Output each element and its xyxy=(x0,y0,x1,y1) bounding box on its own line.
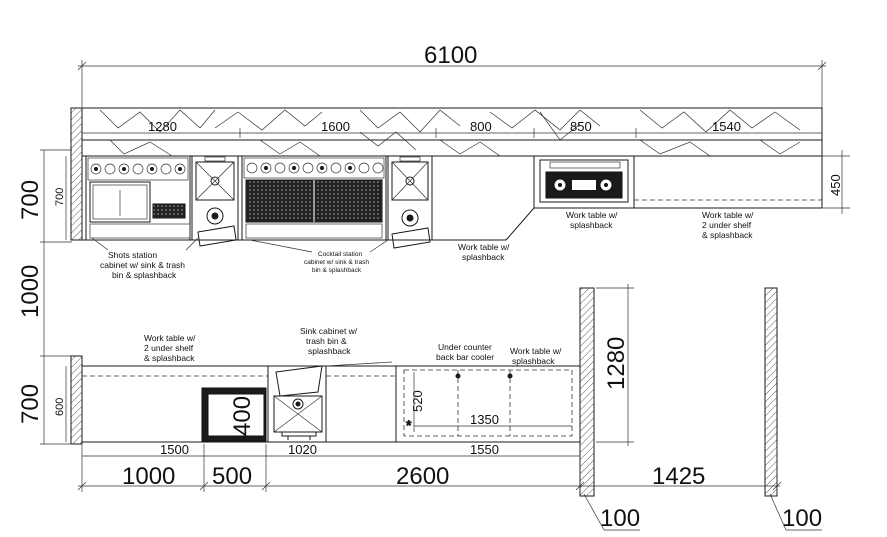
bottom-worktable-left: 400 xyxy=(81,365,269,443)
dim-400: 400 xyxy=(229,396,256,436)
label-bottom-wt-right-1: Work table w/ xyxy=(510,346,562,356)
label-bottom-worktable-3: & splashback xyxy=(144,353,195,363)
dim-1350: 1350 xyxy=(470,412,499,427)
dim-1280: 1280 xyxy=(148,119,177,134)
mid-dimension: 1000 xyxy=(17,242,72,357)
bottom-cooler: 520 * 1350 xyxy=(395,365,581,443)
sink-unit-2 xyxy=(387,155,433,249)
dim-1540: 1540 xyxy=(712,119,741,134)
label-shots-1: Shots station xyxy=(108,250,157,260)
label-sink-cab-2: trash bin & xyxy=(306,336,347,346)
dim-450: 450 xyxy=(828,174,843,196)
dim-2600: 2600 xyxy=(396,463,449,490)
dim-700-outer: 700 xyxy=(17,180,44,220)
label-worktable-mid-2: splashback xyxy=(462,252,505,262)
bottom-labels: Work table w/ 2 under shelf & splashback… xyxy=(144,326,562,366)
bottom-worktable-mid xyxy=(325,361,397,443)
wall-bottom-left xyxy=(70,355,83,445)
dim-500: 500 xyxy=(212,463,252,490)
wall-thickness-dims: 100 100 xyxy=(583,493,822,532)
label-worktable-mid-1: Work table w/ xyxy=(458,242,510,252)
cocktail-station xyxy=(241,155,387,241)
label-worktable-shelf-1: Work table w/ xyxy=(702,210,754,220)
label-cooler-1: Under counter xyxy=(438,342,492,352)
bottom-segment-dims: 1000 500 2600 1425 xyxy=(77,444,782,492)
shots-station xyxy=(85,155,191,241)
wall-bottom-right-1 xyxy=(579,287,595,497)
dim-1425: 1425 xyxy=(652,463,705,490)
bottom-plan: 700 600 400 xyxy=(17,284,822,532)
label-worktable-shelf-2: 2 under shelf xyxy=(702,220,752,230)
wall-bottom-right-2 xyxy=(764,287,778,497)
dimension-overall: 6100 xyxy=(77,42,827,110)
bottom-sink-cabinet xyxy=(267,365,327,443)
dim-1000-vertical: 1000 xyxy=(17,265,44,318)
label-worktable-top-2: splashback xyxy=(570,220,613,230)
drip-tray xyxy=(152,203,186,219)
dim-700-bottom: 700 xyxy=(17,384,44,424)
label-bottom-wt-right-2: splashback xyxy=(512,356,555,366)
label-bottom-worktable-2: 2 under shelf xyxy=(144,343,194,353)
dim-1280-vertical: 1280 xyxy=(603,337,630,390)
wall-top-left xyxy=(70,107,83,241)
dim-1600: 1600 xyxy=(321,119,350,134)
worktable-diagonal xyxy=(440,155,822,241)
label-bottom-worktable-1: Work table w/ xyxy=(144,333,196,343)
dim-600-bottom: 600 xyxy=(54,398,66,416)
label-worktable-shelf-3: & splashback xyxy=(702,230,753,240)
worktable-right: 450 xyxy=(634,150,850,214)
top-labels: Shots station cabinet w/ sink & trash bi… xyxy=(91,210,754,280)
dim-1020: 1020 xyxy=(288,442,317,457)
countertop-band xyxy=(81,107,823,157)
label-sink-cab-1: Sink cabinet w/ xyxy=(300,326,358,336)
dim-1550: 1550 xyxy=(470,442,499,457)
label-worktable-top-1: Work table w/ xyxy=(566,210,618,220)
dim-100-a: 100 xyxy=(600,505,640,532)
top-plan: 6100 1280 xyxy=(17,42,850,280)
label-cocktail-3: bin & splashback xyxy=(312,267,362,274)
worktable-appliance xyxy=(533,155,635,209)
label-sink-cab-3: splashback xyxy=(308,346,351,356)
dim-6100: 6100 xyxy=(424,42,477,69)
dim-850: 850 xyxy=(570,119,592,134)
section-dimensions: 1280 1600 800 850 1540 xyxy=(82,119,822,138)
label-shots-2: cabinet w/ sink & trash xyxy=(100,260,185,270)
dim-1000: 1000 xyxy=(122,463,175,490)
sink-unit-1 xyxy=(191,155,239,247)
dim-800: 800 xyxy=(470,119,492,134)
label-shots-3: bin & splashback xyxy=(112,270,177,280)
asterisk-icon: * xyxy=(406,417,412,433)
left-height-dims: 700 700 xyxy=(17,149,72,243)
label-cocktail-2: cabinet w/ sink & trash xyxy=(304,259,369,266)
dim-520: 520 xyxy=(410,390,425,412)
dim-1500: 1500 xyxy=(160,442,189,457)
dim-100-b: 100 xyxy=(782,505,822,532)
bottom-length-dims: 1500 1020 1550 xyxy=(82,442,580,457)
label-cooler-2: back bar cooler xyxy=(436,352,494,362)
dim-700-inner: 700 xyxy=(54,188,66,206)
label-cocktail-1: Cocktail station xyxy=(318,251,362,258)
